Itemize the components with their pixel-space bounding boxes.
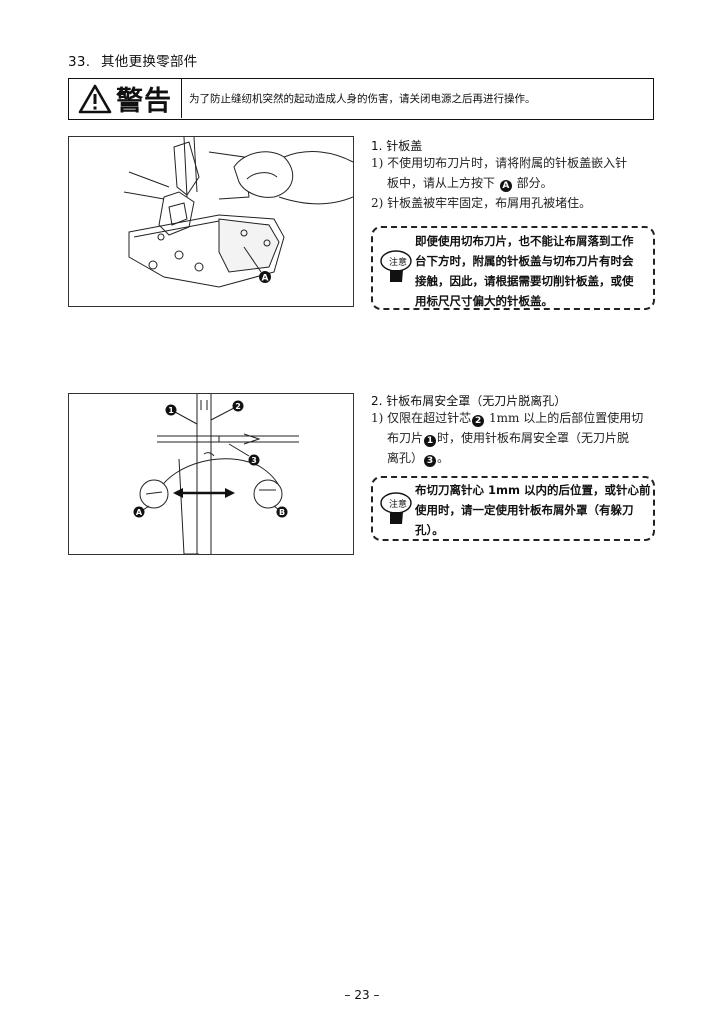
item-text: 离孔） xyxy=(387,451,424,465)
section-title: 33. 其他更换零部件 xyxy=(68,50,198,70)
note-line: 接触，因此，请根据需要切削针板盖，或使 xyxy=(415,274,634,288)
warning-box: 警告 为了防止缝纫机突然的起动造成人身的伤害，请关闭电源之后再进行操作。 xyxy=(68,78,654,120)
item-text-line1: 针板盖被牢牢固定，布屑用孔被堵住。 xyxy=(387,196,592,210)
marker-a-inline: A xyxy=(499,180,512,192)
caution-note-text: 布切刀离针心 1mm 以内的后位置，或针心前 使用时，请一定使用针板布屑外罩（有… xyxy=(415,480,650,540)
marker-b-label: B xyxy=(279,508,285,517)
warning-triangle-icon xyxy=(78,84,112,113)
marker-1-label: 1 xyxy=(168,406,174,415)
item-number: 2) xyxy=(371,196,384,210)
marker-3-label: 3 xyxy=(251,456,257,465)
marker-a-circle xyxy=(259,271,271,283)
figure-needle-plate-cover: A xyxy=(68,136,354,307)
caution-note-1: 注意 即便使用切布刀片，也不能让布屑落到工作 台下方时，附属的针板盖与切布刀片有… xyxy=(371,226,655,310)
item-text: 1mm 以上的后部位置使用切 xyxy=(485,411,644,425)
section-heading: 其他更换零部件 xyxy=(100,54,198,70)
warning-text: 为了防止缝纫机突然的起动造成人身的伤害，请关闭电源之后再进行操作。 xyxy=(189,93,536,105)
marker-1-inline: 1 xyxy=(424,435,437,447)
part1-heading: 1. 针板盖 xyxy=(371,139,423,153)
caution-hand-icon: 注意 xyxy=(380,250,412,282)
item-number: 1) xyxy=(371,411,384,425)
note-line: 使用时，请一定使用针板布屑外罩（有躲刀 xyxy=(415,503,634,517)
caution-icon-label: 注意 xyxy=(389,498,407,510)
marker-2-inline: 2 xyxy=(472,415,485,427)
marker-2-label: 2 xyxy=(235,402,241,411)
section-number: 33. xyxy=(68,54,91,70)
item-text: 时，使用针板布屑安全罩（无刀片脱 xyxy=(437,431,630,445)
marker-b-circle xyxy=(276,506,288,518)
figure-chip-guard: 1 2 3 A B xyxy=(68,393,354,555)
caution-hand-icon: 注意 xyxy=(380,492,412,524)
chip-guard-illustration: 1 2 3 A B xyxy=(133,394,299,555)
item-text: 。 xyxy=(437,451,450,465)
note-line: 布切刀离针心 1mm 以内的后位置，或针心前 xyxy=(415,483,651,497)
part1-item-1: 1) 不使用切布刀片时，请将附属的针板盖嵌入针 板中，请从上方按下 A 部分。 xyxy=(371,153,661,193)
needle-plate-cover-illustration: A xyxy=(123,136,354,288)
marker-3-inline: 3 xyxy=(424,455,437,467)
marker-3-circle xyxy=(248,454,260,466)
item-number: 1) xyxy=(371,156,384,170)
warning-label-cell: 警告 xyxy=(69,79,182,118)
warning-label: 警告 xyxy=(116,86,172,117)
marker-a-label: A xyxy=(262,274,269,284)
part1-item-2: 2) 针板盖被牢牢固定，布屑用孔被堵住。 xyxy=(371,193,661,213)
note-line: 孔）。 xyxy=(415,523,444,537)
item-text: 布刀片 xyxy=(387,431,424,445)
note-line: 台下方时，附属的针板盖与切布刀片有时会 xyxy=(415,254,634,268)
note-line: 即便使用切布刀片，也不能让布屑落到工作 xyxy=(415,234,634,248)
marker-a-label: A xyxy=(136,508,143,517)
caution-note-2: 注意 布切刀离针心 1mm 以内的后位置，或针心前 使用时，请一定使用针板布屑外… xyxy=(371,476,655,541)
page-number: – 23 – xyxy=(344,988,380,1002)
marker-a-circle xyxy=(133,506,145,518)
caution-note-text: 即便使用切布刀片，也不能让布屑落到工作 台下方时，附属的针板盖与切布刀片有时会 … xyxy=(415,231,634,311)
marker-2-circle xyxy=(232,400,244,412)
marker-1-circle xyxy=(165,404,177,416)
item-text-line2b: 部分。 xyxy=(512,176,553,190)
item-text-line2a: 板中，请从上方按下 xyxy=(387,176,499,190)
item-text: 仅限在超过针芯 xyxy=(387,411,472,425)
caution-icon-label: 注意 xyxy=(389,256,407,268)
item-text-line1: 不使用切布刀片时，请将附属的针板盖嵌入针 xyxy=(387,156,628,170)
note-line: 用标尺尺寸偏大的针板盖。 xyxy=(415,294,553,308)
part2-heading: 2. 针板布屑安全罩（无刀片脱离孔） xyxy=(371,394,567,408)
